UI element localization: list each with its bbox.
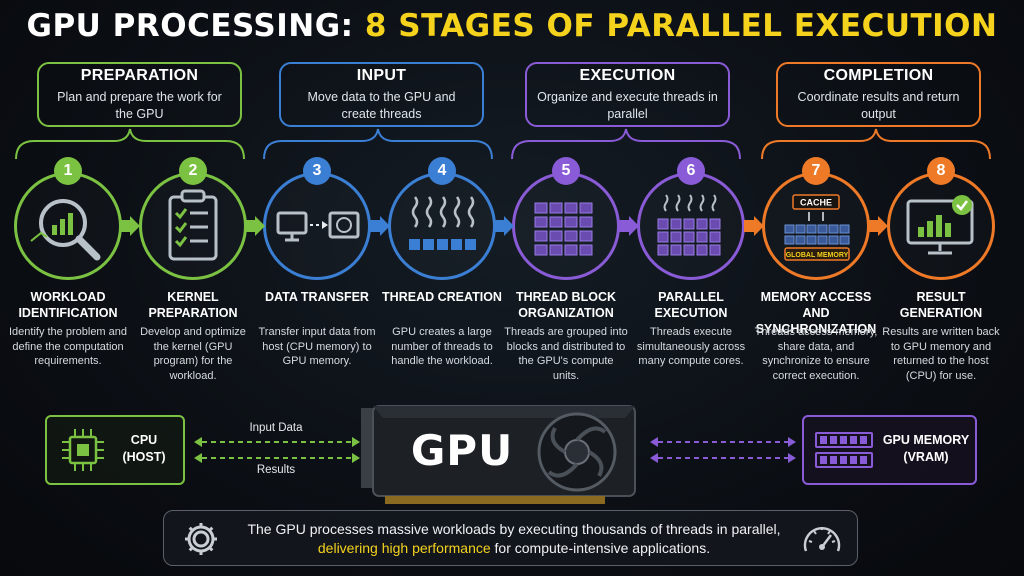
input-data-label: Input Data: [249, 422, 303, 434]
magnifier-chart-icon: [30, 199, 101, 261]
threads-icon: [409, 196, 476, 250]
phase-desc: Coordinate results and return output: [797, 90, 960, 121]
footer-line-2-rest: for compute-intensive applications.: [490, 540, 711, 556]
stage-4-number: 4: [428, 157, 456, 185]
phase-name: PREPARATION: [80, 67, 199, 84]
footer-line-1: The GPU processes massive workloads by e…: [247, 521, 781, 537]
footer-highlight: delivering high performance: [317, 540, 491, 556]
cache-label: CACHE: [800, 198, 832, 208]
stage-2-circle: [139, 172, 247, 280]
phase-desc: Plan and prepare the work for the GPU: [57, 90, 222, 121]
phase-input: INPUT Move data to the GPU and create th…: [279, 62, 484, 127]
phase-desc: Organize and execute threads in parallel: [537, 90, 718, 121]
stage-6-name: PARALLEL EXECUTION: [654, 290, 728, 320]
memory-module-icon: [815, 432, 873, 468]
footer-line-2: delivering high performance for compute-…: [234, 539, 794, 558]
stage-8-desc: Results are written back to GPU memory a…: [882, 326, 1000, 382]
stage-3-number: 3: [303, 157, 331, 185]
phase-bracket-input: [263, 128, 493, 160]
arrow-right-icon: [120, 216, 140, 236]
stage-6-circle: [637, 172, 745, 280]
arrow-right-icon: [245, 216, 265, 236]
phase-bracket-execution: [511, 128, 741, 160]
stage-2-number: 2: [179, 157, 207, 185]
vram-label: GPU MEMORY (VRAM): [882, 433, 970, 464]
stage-7-desc: Threads access memory, share data, and s…: [754, 326, 878, 382]
computer-to-gpu-icon: [276, 211, 360, 242]
stage-5-desc: Threads are grouped into blocks and dist…: [504, 326, 628, 382]
phase-desc: Move data to the GPU and create threads: [307, 90, 456, 121]
stage-6-number: 6: [677, 157, 705, 185]
stage-1-number: 1: [54, 157, 82, 185]
stage-7-circle: CACHE GLOBAL MEMORY: [762, 172, 870, 280]
phase-name: INPUT: [356, 67, 407, 84]
arrow-right-icon: [370, 216, 390, 236]
cpu-chip-icon: [62, 429, 104, 471]
memory-cache-icon: CACHE GLOBAL MEMORY: [784, 194, 850, 261]
stage-7-name: MEMORY ACCESS AND SYNCHRONIZATION: [755, 290, 877, 336]
stage-5-name: THREAD BLOCK ORGANIZATION: [516, 290, 616, 320]
phase-preparation: PREPARATION Plan and prepare the work fo…: [37, 62, 242, 127]
gpu-vram-arrows: [650, 437, 796, 463]
title-highlight: 8 STAGES OF PARALLEL EXECUTION: [364, 8, 998, 44]
vram-box: [802, 415, 977, 485]
gpu-card-icon: [361, 405, 636, 504]
stage-4-desc: GPU creates a large number of threads to…: [391, 326, 493, 367]
phase-name: COMPLETION: [823, 67, 934, 84]
stage-3-circle: [263, 172, 371, 280]
stage-6-desc: Threads execute simultaneously across ma…: [636, 326, 746, 367]
stage-2-desc: Develop and optimize the kernel (GPU pro…: [140, 326, 246, 382]
stage-7-number: 7: [802, 157, 830, 185]
stage-2-name: KERNEL PREPARATION: [148, 290, 238, 320]
arrow-right-icon: [494, 216, 514, 236]
global-memory-label: GLOBAL MEMORY: [786, 252, 849, 259]
results-label: Results: [256, 464, 296, 476]
monitor-check-icon: [906, 195, 974, 255]
stage-8-number: 8: [927, 157, 955, 185]
gpu-label: GPU: [410, 426, 514, 475]
stage-5-number: 5: [552, 157, 580, 185]
arrow-right-icon: [619, 216, 639, 236]
footer-text: The GPU processes massive workloads by e…: [234, 520, 794, 558]
stage-8-circle: [887, 172, 995, 280]
parallel-cores-icon: [657, 194, 721, 256]
gear-icon: [185, 523, 217, 555]
cpu-label: CPU (HOST): [122, 433, 166, 464]
cpu-gpu-arrows: [194, 437, 360, 463]
stage-3-name: DATA TRANSFER: [265, 290, 369, 304]
clipboard-checklist-icon: [168, 189, 218, 261]
stage-8-name: RESULT GENERATION: [899, 290, 983, 320]
stage-4-circle: [388, 172, 496, 280]
arrow-right-icon: [868, 216, 888, 236]
phase-bracket-preparation: [15, 128, 245, 160]
stage-1-desc: Identify the problem and define the comp…: [8, 326, 128, 367]
thread-grid-icon: [534, 202, 593, 256]
page-title: GPU PROCESSING: 8 STAGES OF PARALLEL EXE…: [0, 8, 1024, 44]
summary-footer: The GPU processes massive workloads by e…: [163, 510, 858, 566]
stage-3-desc: Transfer input data from host (CPU memor…: [258, 326, 376, 367]
phase-name: EXECUTION: [579, 67, 676, 84]
speedometer-icon: [803, 527, 841, 552]
phase-completion: COMPLETION Coordinate results and return…: [776, 62, 981, 127]
stage-5-circle: [512, 172, 620, 280]
stage-1-circle: [14, 172, 122, 280]
stage-1-name: WORKLOAD IDENTIFICATION: [18, 290, 118, 320]
stage-4-name: THREAD CREATION: [382, 290, 502, 304]
title-prefix: GPU PROCESSING:: [26, 8, 354, 44]
arrow-right-icon: [744, 216, 764, 236]
phase-execution: EXECUTION Organize and execute threads i…: [525, 62, 730, 127]
phase-bracket-completion: [761, 128, 991, 160]
